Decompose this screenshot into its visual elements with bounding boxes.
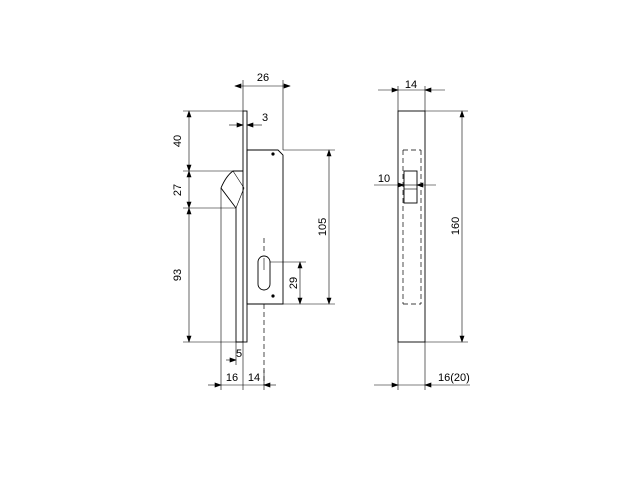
side-cylinder-slot — [257, 255, 271, 291]
dim-front-top-width: 14 — [405, 79, 417, 91]
dim-flange-offset: 3 — [262, 112, 268, 124]
dim-plate-height: 105 — [317, 218, 329, 236]
dim-bottom-right-width: 14 — [248, 372, 260, 384]
front-slot — [403, 170, 418, 204]
side-handle — [220, 170, 243, 343]
dim-base-width: 5 — [236, 348, 242, 360]
dim-bottom-left-width: 16 — [226, 372, 238, 384]
side-flange — [242, 110, 248, 343]
side-screw-bottom — [271, 294, 275, 298]
dim-top-width: 26 — [257, 72, 269, 84]
dim-cylinder-height: 29 — [288, 277, 300, 289]
side-screw-top — [271, 152, 275, 156]
side-handle-bevel — [232, 170, 245, 209]
dim-lower-height: 93 — [172, 269, 184, 281]
dim-slot-height: 10 — [378, 173, 390, 185]
side-view: 26 3 40 27 93 105 29 5 — [172, 72, 335, 390]
side-lock-body — [246, 149, 284, 305]
dim-upper-height: 40 — [172, 135, 184, 147]
front-view: 14 10 160 16(20) — [374, 79, 470, 390]
side-handle-face — [220, 188, 236, 343]
dim-front-bottom-width: 16(20) — [438, 372, 470, 384]
dim-handle-height: 27 — [172, 184, 184, 196]
dim-overall-height: 160 — [450, 217, 462, 235]
front-body — [397, 110, 426, 343]
